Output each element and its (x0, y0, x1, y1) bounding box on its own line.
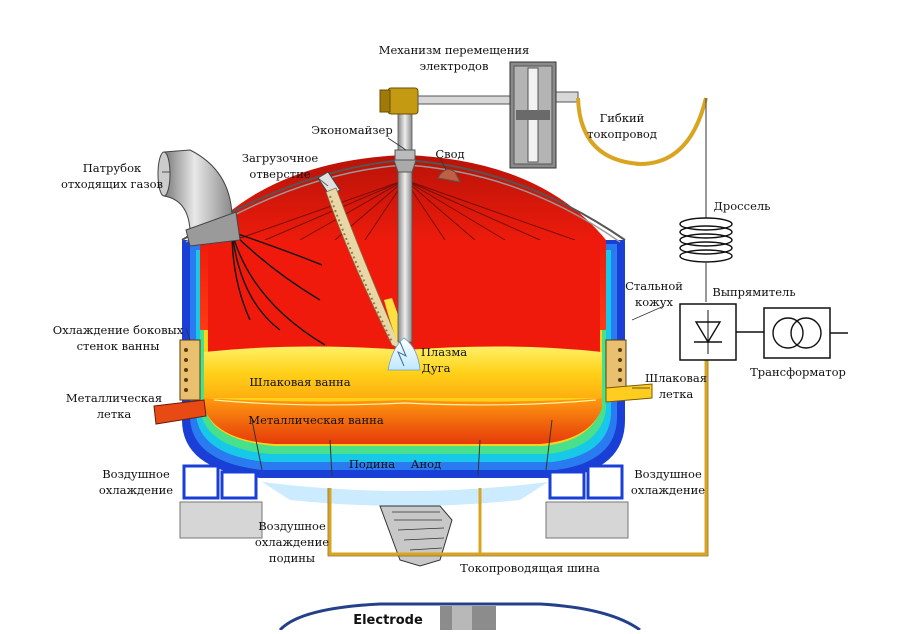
label-air-cooling-left-1: Воздушное (102, 467, 170, 481)
label-mechanism-2: электродов (420, 59, 489, 73)
label-metal-bath: Металлическая ванна (248, 413, 384, 427)
label-slag-bath: Шлаковая ванна (249, 375, 350, 389)
label-air-cooling-right-1: Воздушное (634, 467, 702, 481)
slag-tap-spout (605, 383, 653, 403)
choke-coil (679, 217, 733, 263)
label-busbar: Токопроводящая шина (460, 561, 600, 575)
label-economizer: Экономайзер (311, 123, 392, 137)
busbar (328, 360, 708, 556)
label-anode: Анод (411, 457, 441, 471)
label-gas-pipe-2: отходящих газов (61, 177, 163, 191)
label-loading-2: отверстие (249, 167, 310, 181)
label-side-cooling-1: Охлаждение боковых (53, 323, 184, 337)
side-cooling-left (179, 339, 201, 401)
label-metal-tap-2: летка (97, 407, 132, 421)
label-hearth-cooling-1: Воздушное (258, 519, 326, 533)
label-plasma: Плазма (421, 345, 467, 359)
slag-metal-boundary (213, 399, 597, 406)
bottom-figure: Electrode (278, 602, 641, 632)
leader-lines (162, 137, 665, 389)
electrode-mechanism (509, 61, 557, 169)
label-flexible-2: токопровод (587, 127, 657, 141)
label-roof: Свод (435, 147, 464, 161)
label-transformer: Трансформатор (750, 365, 846, 379)
label-rectifier: Выпрямитель (712, 285, 795, 299)
air-cooling-blocks-left (179, 464, 263, 539)
flexible-conductor (576, 97, 708, 167)
air-cooling-blocks-right (545, 464, 629, 539)
metal-bath (204, 398, 602, 444)
label-loading-1: Загрузочное (242, 151, 319, 165)
label-air-cooling-right-2: охлаждение (631, 483, 705, 497)
label-metal-tap-1: Металлическая (66, 391, 162, 405)
hearth-dividers (251, 419, 553, 477)
gas-exhaust-pipe (157, 149, 241, 247)
label-side-cooling-2: стенок ванны (77, 339, 160, 353)
label-hearth: Подина (349, 457, 395, 471)
slag-bath (204, 346, 602, 398)
label-electrode-bottom: Electrode (353, 613, 423, 628)
label-hearth-cooling-3: подины (269, 551, 315, 565)
transformer-box (763, 307, 831, 359)
label-choke: Дроссель (714, 199, 771, 213)
label-gas-pipe-1: Патрубок (83, 161, 142, 175)
label-mechanism-1: Механизм перемещения (379, 43, 530, 57)
label-arc: Дуга (422, 361, 451, 375)
hearth-fan (262, 482, 548, 567)
label-slag-tap-2: летка (659, 387, 694, 401)
rectifier-box (679, 303, 737, 361)
label-air-cooling-left-2: охлаждение (99, 483, 173, 497)
label-slag-tap-1: Шлаковая (645, 371, 707, 385)
label-steel-shell-1: Стальной (625, 279, 683, 293)
busbar-outline (327, 360, 709, 557)
label-steel-shell-2: кожух (635, 295, 673, 309)
label-flexible-1: Гибкий (600, 111, 645, 125)
plasma-arc (387, 337, 421, 371)
metal-tap-spout (153, 399, 207, 425)
label-hearth-cooling-2: охлаждение (255, 535, 329, 549)
